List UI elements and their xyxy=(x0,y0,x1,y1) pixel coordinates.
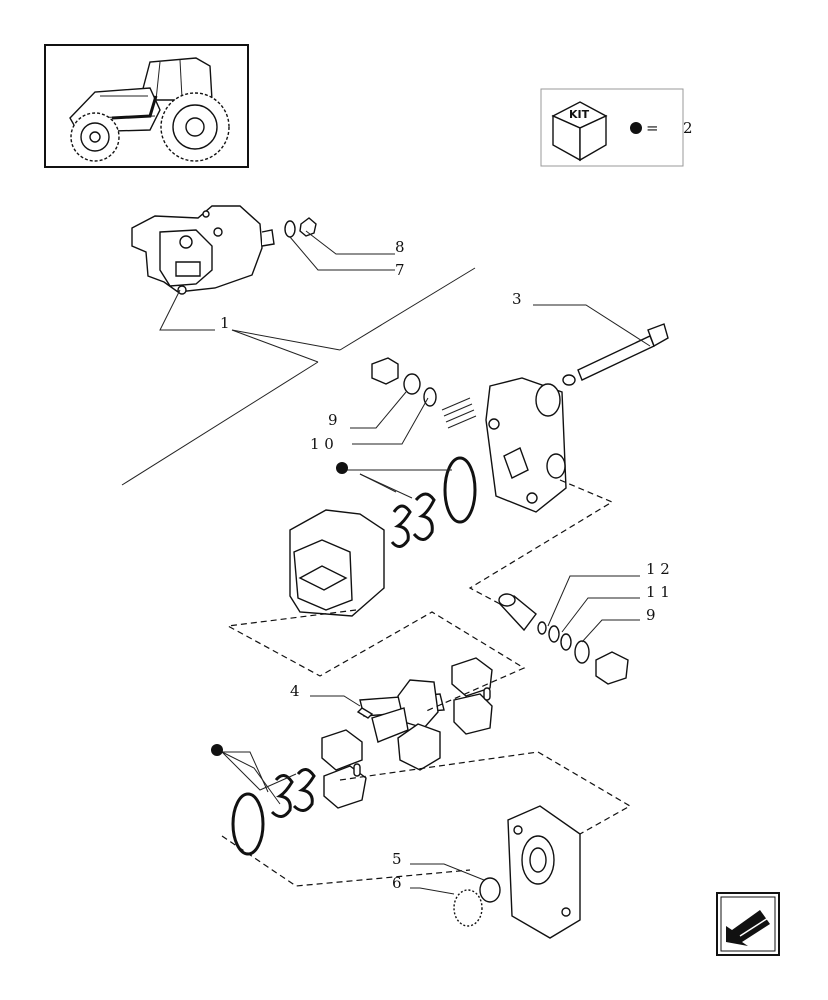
kit-label: KIT xyxy=(569,108,590,121)
callout-6: 6 xyxy=(392,874,402,892)
rear-cover xyxy=(453,805,581,939)
callout-1: 1 xyxy=(220,314,230,332)
callout-9-lower: 9 xyxy=(646,606,656,624)
plug-screw xyxy=(371,357,477,429)
valve-cover xyxy=(485,377,567,513)
tractor-thumbnail-icon[interactable] xyxy=(44,44,249,168)
kit-value: 2 xyxy=(683,119,693,137)
kit-marker-upper xyxy=(336,462,348,474)
relief-valve-parts xyxy=(498,593,629,685)
kit-equals: = xyxy=(646,119,659,137)
divider-line xyxy=(121,361,319,486)
callout-9-upper: 9 xyxy=(328,411,338,429)
callout-7: 7 xyxy=(395,261,405,279)
assembly-guides xyxy=(221,479,632,887)
callout-5: 5 xyxy=(392,850,402,868)
callout-8: 8 xyxy=(395,238,405,256)
callout-4: 4 xyxy=(290,682,300,700)
kit-legend: KIT = 2 xyxy=(540,88,693,167)
washer-nut xyxy=(284,217,317,238)
callout-10: 1 0 xyxy=(310,435,334,453)
pump-assembly xyxy=(131,205,275,295)
seal-rings-lower xyxy=(231,768,316,856)
gears-bushings xyxy=(321,657,493,809)
kit-box-icon: KIT xyxy=(551,101,608,162)
divider-line-upper xyxy=(339,267,476,351)
leader-lines xyxy=(159,230,651,895)
callout-12: 1 2 xyxy=(646,560,670,578)
long-bolt xyxy=(562,323,669,386)
callout-11: 1 1 xyxy=(646,583,670,601)
back-arrow-icon[interactable] xyxy=(716,892,780,956)
callout-3: 3 xyxy=(512,290,522,308)
kit-marker-lower xyxy=(211,744,223,756)
pump-body xyxy=(289,509,385,617)
filled-dot-icon xyxy=(630,122,642,134)
seal-rings-upper xyxy=(390,456,477,548)
